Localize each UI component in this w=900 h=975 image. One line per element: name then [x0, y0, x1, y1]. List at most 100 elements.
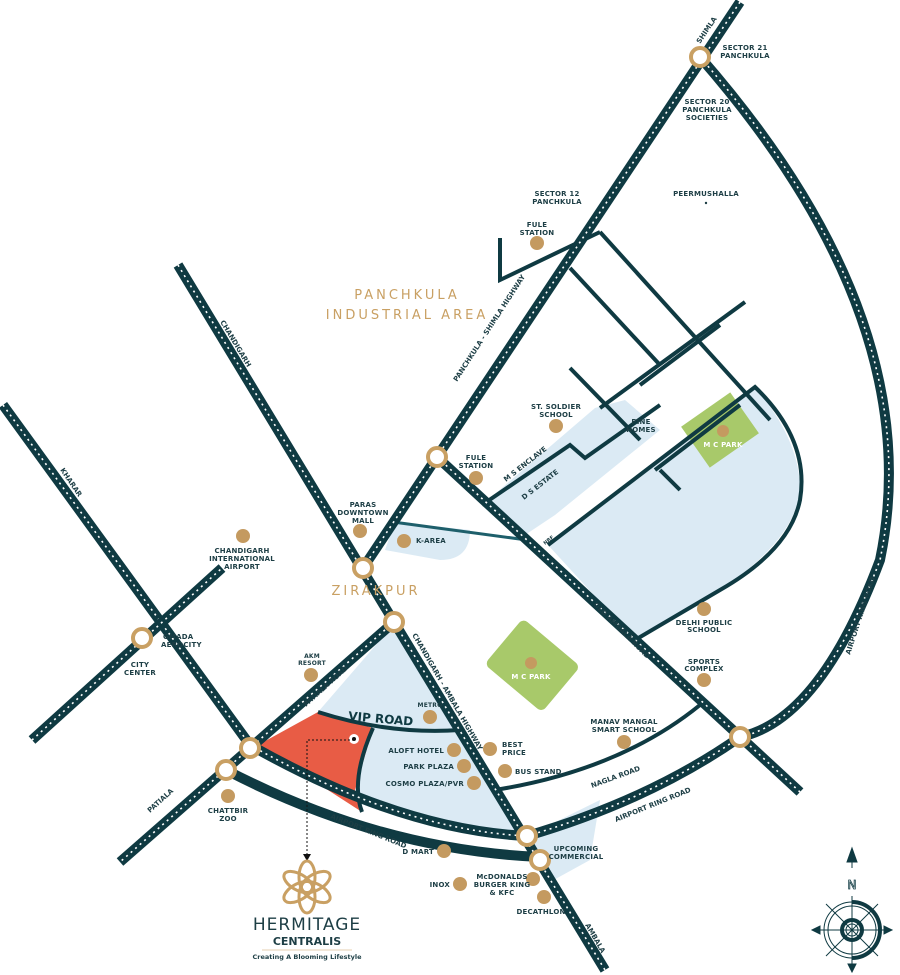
- places-mcd-0-label: McDONALDS: [476, 873, 527, 881]
- places-sector20-0-label: SECTOR 20: [684, 98, 729, 106]
- roads-patiala-label: PATIALA: [146, 787, 176, 815]
- food-icon: [526, 872, 540, 886]
- school-icon: [549, 419, 563, 433]
- places-citycenter-0-label: CITY: [131, 661, 150, 669]
- k-area-link: [392, 520, 528, 542]
- path-shape: [177, 264, 606, 971]
- places-mcd-1-label: BURGER KING: [474, 881, 531, 889]
- places-mcpark1-label: M C PARK: [703, 441, 743, 449]
- circle-shape: [426, 446, 448, 468]
- path-shape: [638, 323, 722, 387]
- ellipse-shape: [282, 869, 315, 895]
- places-airport-2-label: AIRPORT: [224, 563, 260, 571]
- park-icon: [525, 657, 537, 669]
- places-mcd-2-label: & KFC: [490, 889, 515, 897]
- places-sector21-1-label: PANCHKULA: [720, 52, 770, 60]
- path-shape: [846, 846, 858, 863]
- fuel-icon: [469, 471, 483, 485]
- places-metro-label: METRO: [418, 702, 443, 709]
- roads-nagla-label: NAGLA ROAD: [590, 765, 642, 790]
- places-paras-1-label: DOWNTOWN: [337, 509, 388, 517]
- places-decathlon-label: DECATHLON: [516, 908, 565, 916]
- path-shape: [498, 230, 601, 284]
- places-akm-0-label: AKM: [304, 653, 320, 660]
- resort-icon: [304, 668, 318, 682]
- places-sports-0-label: SPORTS: [688, 658, 720, 666]
- places-cosmo-label: COSMO PLAZA/PVR: [386, 780, 465, 788]
- path-shape: [810, 925, 894, 974]
- school-icon: [697, 602, 711, 616]
- circle-shape: [215, 759, 237, 781]
- places-paras-0-label: PARAS: [350, 501, 377, 509]
- zone-ds-estate: [495, 440, 600, 525]
- places-pine-0-label: PINE: [631, 418, 650, 426]
- brand-sub: CENTRALIS: [273, 935, 341, 948]
- zoo-icon: [221, 789, 235, 803]
- path-shape: [598, 230, 772, 422]
- circle-shape: [516, 825, 538, 847]
- places-sector20-2-label: SOCIETIES: [686, 114, 729, 122]
- roads-vip_road-label: VIP ROAD: [348, 709, 414, 729]
- metro-icon: [423, 710, 437, 724]
- places-manav-1-label: SMART SCHOOL: [592, 726, 657, 734]
- places-gmada-1-label: AEROCITY: [161, 641, 202, 649]
- hotel-icon: [457, 759, 471, 773]
- path-shape: [653, 403, 742, 472]
- park-icon: [717, 425, 729, 437]
- circle-shape: [239, 737, 261, 759]
- compass-icon: N: [810, 846, 894, 974]
- path-shape: [699, 56, 890, 738]
- circle-shape: [131, 627, 153, 649]
- zone-east-block: [548, 387, 800, 640]
- path-shape: [436, 456, 801, 793]
- mall-icon: [353, 524, 367, 538]
- places-sports-1-label: COMPLEX: [684, 665, 724, 673]
- places-upcoming-0-label: UPCOMING: [554, 845, 599, 853]
- places-airport-1-label: INTERNATIONAL: [209, 555, 275, 563]
- places-chattbir-0-label: CHATTBIR: [208, 807, 249, 815]
- places-soldier-0-label: ST. SOLDIER: [531, 403, 581, 411]
- places-busstand-label: BUS STAND: [515, 768, 562, 776]
- path-shape: [119, 621, 395, 863]
- places-airport-0-label: CHANDIGARH: [214, 547, 269, 555]
- circle-shape: [704, 201, 708, 205]
- path-shape: [480, 403, 662, 507]
- shopping-icon: [483, 742, 497, 756]
- path-shape: [546, 384, 804, 642]
- path-shape: [658, 468, 682, 492]
- places-dps-1-label: SCHOOL: [687, 626, 721, 634]
- places-karea-label: K-AREA: [416, 537, 446, 545]
- places-fuel2-1-label: STATION: [459, 462, 494, 470]
- shopping-icon: [537, 890, 551, 904]
- zone-k-area: [385, 522, 470, 560]
- path-shape: [303, 854, 311, 861]
- areas-industrial-1-label: INDUSTRIAL AREA: [326, 308, 488, 323]
- places-bestprice-1-label: PRICE: [502, 749, 526, 757]
- areas-industrial-0-label: PANCHKULA: [354, 288, 460, 303]
- places-inox-label: INOX: [430, 881, 451, 889]
- places-mcpark2-label: M C PARK: [511, 673, 551, 681]
- path-shape: [568, 266, 662, 367]
- hotel-icon: [447, 743, 461, 757]
- places-pine-1-label: HOMES: [626, 426, 656, 434]
- poi-icons: [221, 236, 729, 904]
- places-fuel1-0-label: FULE: [527, 221, 548, 229]
- places-sector21-0-label: SECTOR 21: [722, 44, 767, 52]
- places-peermushalla-label: PEERMUSHALLA: [673, 190, 739, 198]
- path-shape: [31, 567, 223, 741]
- places-chattbir-1-label: ZOO: [219, 815, 237, 823]
- airport-icon: [236, 529, 250, 543]
